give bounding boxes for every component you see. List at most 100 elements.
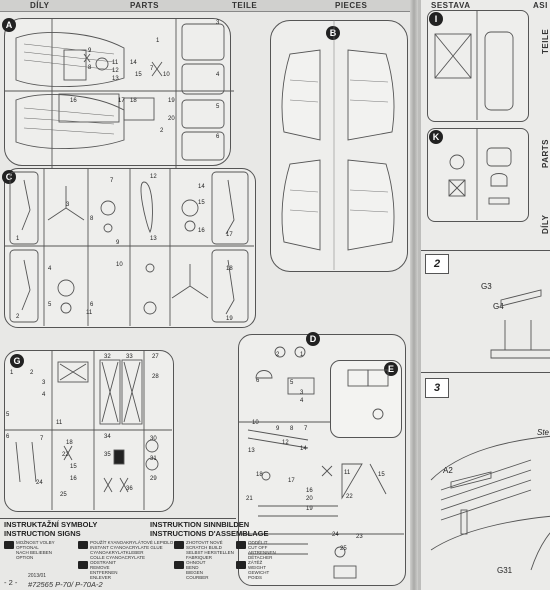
part-c-16: 16 — [198, 228, 205, 234]
header-teile: TEILE — [232, 1, 258, 10]
part-c-13: 13 — [150, 236, 157, 242]
part-d-5: 5 — [290, 380, 294, 386]
footer-code: #72565 P-70/ P-70A-2 — [28, 580, 103, 589]
part-c-3: 3 — [66, 202, 70, 208]
sprue-e-label: E — [384, 362, 398, 376]
header-dily: DÍLY — [30, 1, 50, 10]
part-g-34: 34 — [104, 434, 111, 440]
part-d-3: 3 — [300, 390, 304, 396]
part-c-10: 10 — [116, 262, 123, 268]
step-divider-2 — [421, 250, 550, 251]
part-a-5: 5 — [216, 104, 220, 110]
part-d-12: 12 — [282, 440, 289, 446]
part-c-19: 19 — [226, 316, 233, 322]
part-d-14: 14 — [300, 446, 307, 452]
instruction-page-left: DÍLY PARTS TEILE PIECES A 9 8 — [0, 0, 410, 590]
sprue-k — [427, 128, 529, 222]
part-g-36: 36 — [126, 486, 133, 492]
part-a-15: 15 — [135, 72, 142, 78]
sprue-k-drawing — [448, 128, 512, 220]
sprue-i-drawing — [434, 10, 514, 120]
scratch-build-icon — [174, 541, 184, 549]
legend-optional: MOŽNOST VOLBY OPTIONAL NACH BELIEBEN OPT… — [16, 540, 55, 560]
part-a-14: 14 — [130, 60, 137, 66]
legend-glue: POUŽÍT KYANOAKRYLÁTOVÉ LEPIDLO INSTANT C… — [90, 540, 174, 560]
bend-icon — [174, 561, 184, 569]
step-divider-3 — [421, 372, 550, 373]
part-g-24: 24 — [36, 480, 43, 486]
part-a-3: 3 — [216, 20, 220, 26]
part-g-2: 2 — [30, 370, 34, 376]
part-c-2: 2 — [16, 314, 20, 320]
legend-title-de: INSTRUKTION SINNBILDEN — [150, 520, 250, 529]
legend-bend: OHNOUT BEND BIEGEN COURBER — [186, 560, 209, 580]
side-dily: DÍLY — [541, 214, 550, 235]
part-a-1: 1 — [156, 38, 160, 44]
part-a-18: 18 — [130, 98, 137, 104]
weight-icon — [236, 561, 246, 569]
part-d-8: 8 — [290, 426, 294, 432]
part-c-12: 12 — [150, 174, 157, 180]
step-2-number: 2 — [425, 254, 449, 274]
part-g-4: 4 — [42, 392, 46, 398]
part-c-17: 17 — [226, 232, 233, 238]
part-a-2: 2 — [160, 128, 164, 134]
part-g-6: 6 — [6, 434, 10, 440]
part-c-5: 5 — [48, 302, 52, 308]
part-c-7: 7 — [110, 178, 114, 184]
sprue-i-label: I — [429, 12, 443, 26]
part-g-5: 5 — [6, 412, 10, 418]
part-g-3: 3 — [42, 380, 46, 386]
part-a-10: 10 — [163, 72, 170, 78]
legend-divider — [0, 518, 236, 519]
part-c-11: 11 — [86, 310, 93, 316]
part-a-16: 16 — [70, 98, 77, 104]
step-3-drawing — [430, 435, 550, 571]
part-c-14: 14 — [198, 184, 205, 190]
legend-scratch: ZHOTOVIT NOVÉ SCRATCH BUILD SELBST HERST… — [186, 540, 234, 560]
part-a-20: 20 — [168, 116, 175, 122]
part-d-21: 21 — [246, 496, 253, 502]
part-a-17: 17 — [118, 98, 125, 104]
cut-off-icon — [236, 541, 246, 549]
part-a-7: 7 — [150, 66, 154, 72]
sprue-g-label: G — [10, 354, 24, 368]
part-a-6: 6 — [216, 134, 220, 140]
sprue-b-label: B — [326, 26, 340, 40]
part-d-1: 1 — [300, 352, 304, 358]
legend-remove: ODSTRANIT REMOVE ENTFERNEN ENLEVER — [90, 560, 118, 580]
part-d-22: 22 — [346, 494, 353, 500]
part-c-15: 15 — [198, 200, 205, 206]
part-g-29: 29 — [150, 476, 157, 482]
label-ste: Ste — [537, 428, 550, 437]
part-a-13: 13 — [112, 76, 119, 82]
part-a-8: 8 — [88, 65, 92, 71]
sprue-d-drawing — [238, 346, 404, 579]
part-d-13: 13 — [248, 448, 255, 454]
part-g-16: 16 — [70, 476, 77, 482]
part-g-27: 27 — [152, 354, 159, 360]
part-d-25: 25 — [340, 546, 347, 552]
part-g-33: 33 — [126, 354, 133, 360]
instruction-page-right: SESTAVA ASI I TEILE K PARTS DÍLY 2 G3 G4 — [418, 0, 550, 590]
part-d-19: 19 — [306, 506, 313, 512]
sprue-c-drawing — [4, 168, 254, 326]
footer-year: 2013/01 — [28, 573, 47, 579]
part-g-18: 18 — [66, 440, 73, 446]
part-g-1: 1 — [10, 370, 14, 376]
part-c-18: 18 — [226, 266, 233, 272]
part-a-4: 4 — [216, 72, 220, 78]
header-pieces: PIECES — [335, 1, 368, 10]
optional-icon — [4, 541, 14, 549]
label-a2: A2 — [443, 466, 453, 475]
part-d-11: 11 — [344, 470, 351, 476]
sprue-c-label: C — [2, 170, 16, 184]
page-number: - 2 - — [4, 578, 18, 587]
side-parts: PARTS — [541, 138, 550, 168]
part-g-28: 28 — [152, 374, 159, 380]
legend-title-cz: INSTRUKTAŽNÍ SYMBOLY — [4, 520, 98, 529]
header-asi: ASI — [533, 1, 548, 10]
part-c-4: 4 — [48, 266, 52, 272]
legend-title-en: INSTRUCTION SIGNS — [4, 529, 81, 538]
part-a-19: 19 — [168, 98, 175, 104]
